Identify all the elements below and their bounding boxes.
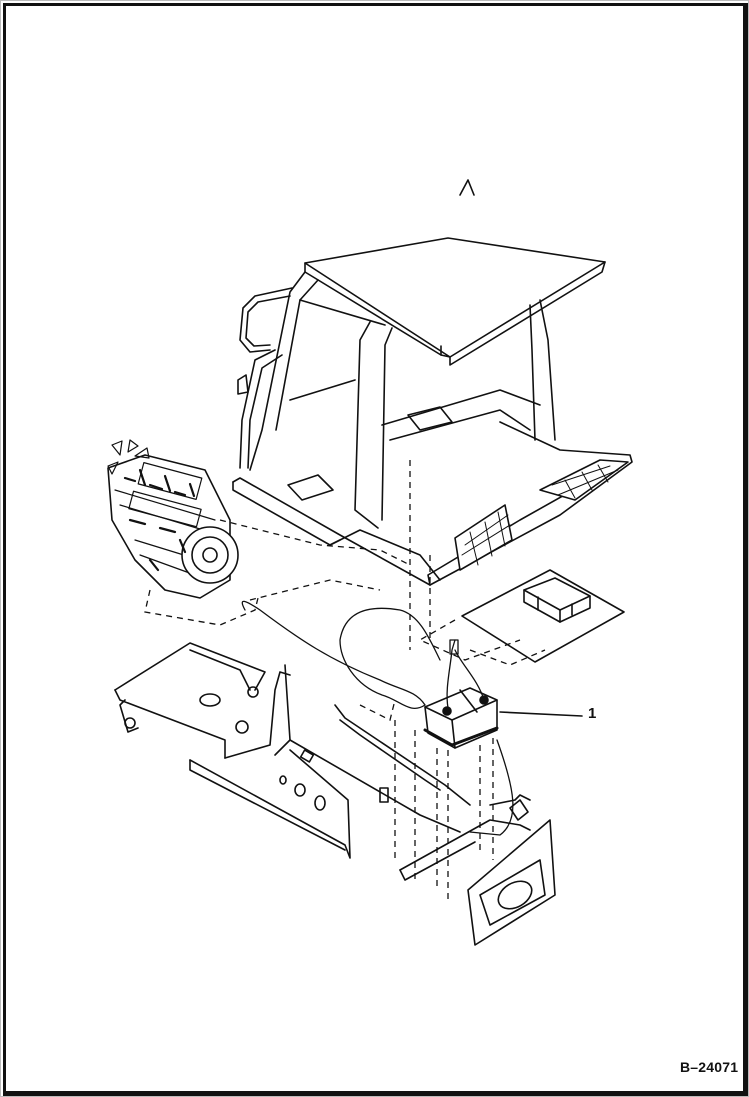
floor-plate — [461, 569, 625, 663]
cab-roof — [304, 179, 606, 366]
battery — [423, 687, 499, 749]
callout-leader-1 — [499, 711, 583, 717]
mesh-grid — [461, 464, 619, 566]
figure-id-label: B–24071 — [680, 1059, 739, 1075]
figure-border — [3, 3, 748, 1096]
main-frame — [114, 642, 556, 946]
battery-cable — [241, 600, 514, 836]
engine — [107, 439, 239, 599]
cab-handrail — [237, 287, 293, 469]
assembly-dashed-lines — [144, 460, 546, 900]
callout-label-1: 1 — [588, 705, 597, 722]
